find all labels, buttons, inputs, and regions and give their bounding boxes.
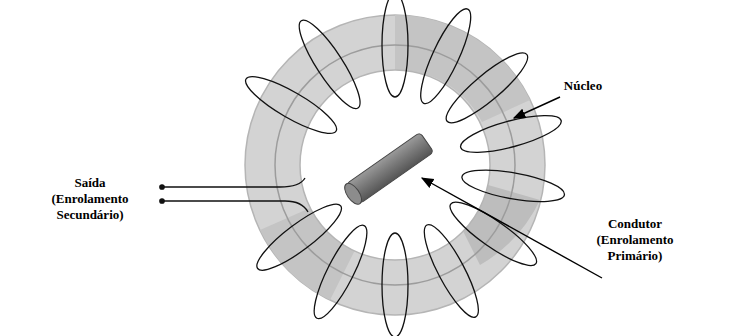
secondary-winding: [240, 0, 567, 336]
part-label: Saída (Enrolamento Secundário): [40, 175, 140, 223]
output-leads: [160, 178, 308, 212]
part-label: Condutor (Enrolamento Primário): [585, 216, 685, 264]
part-label: Núcleo: [548, 78, 618, 94]
toroid-core: [245, 15, 545, 315]
leader-arrows: [422, 97, 602, 278]
primary-conductor: [341, 132, 433, 207]
